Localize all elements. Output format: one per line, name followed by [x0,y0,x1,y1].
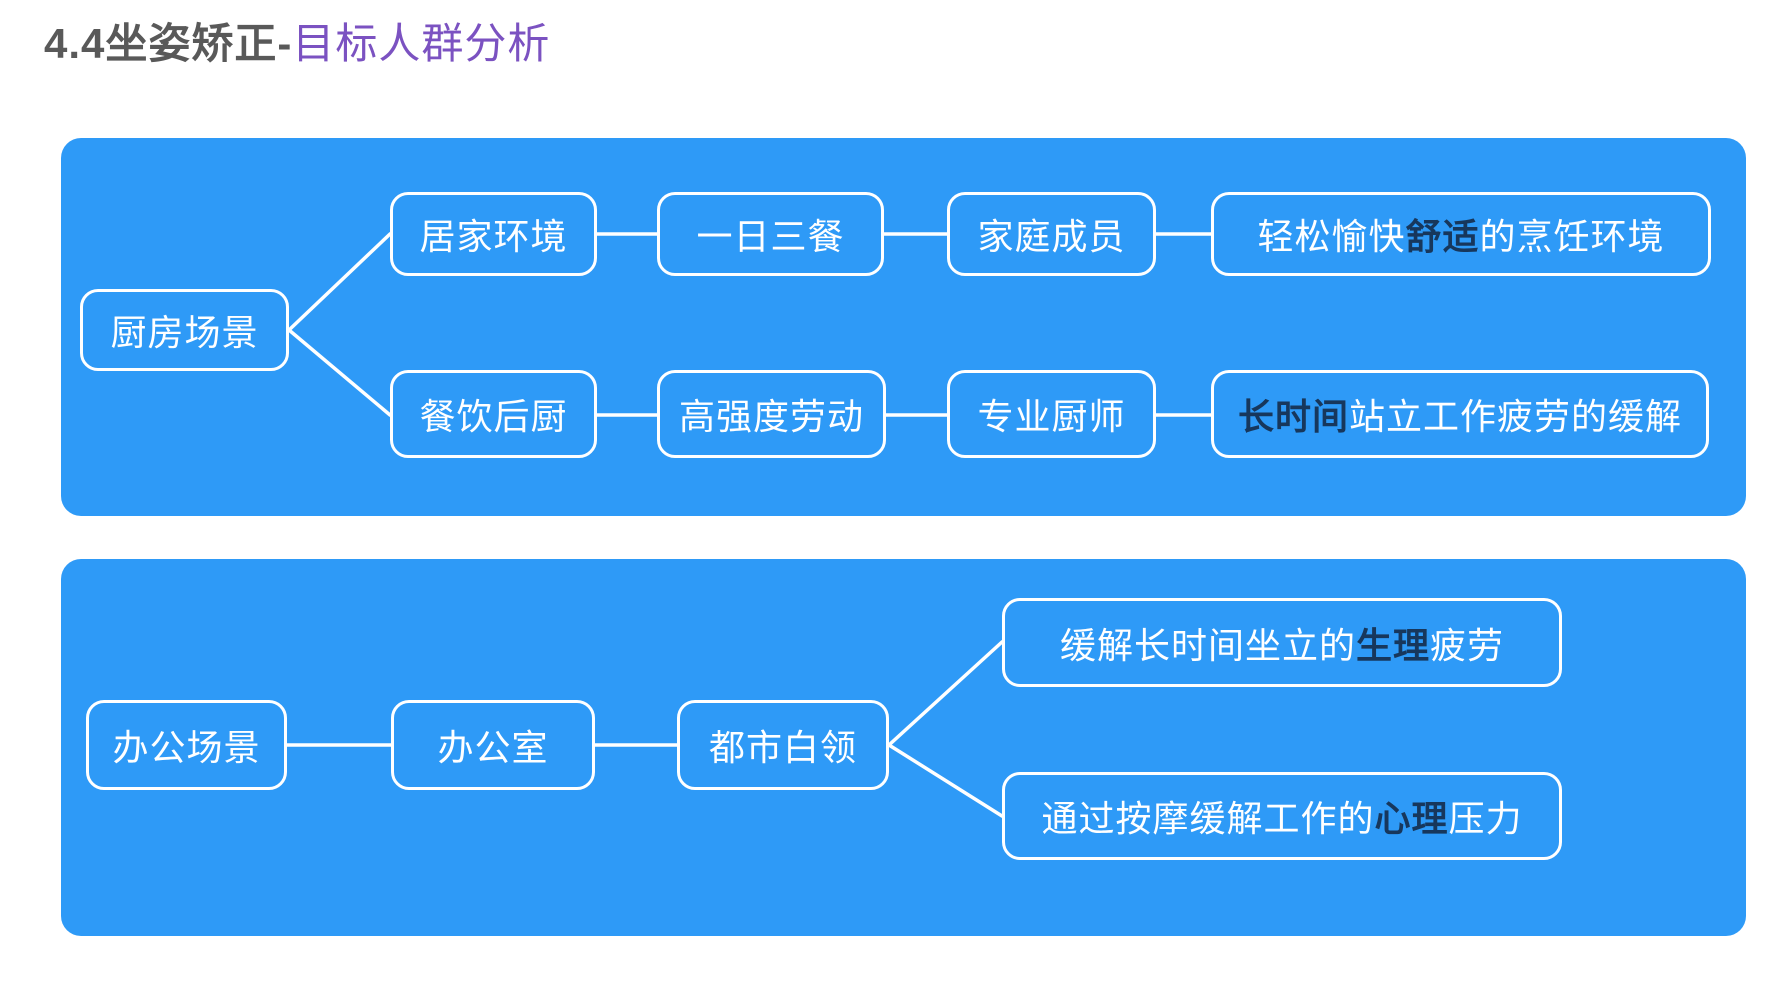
node-professional-chef: 专业厨师 [947,370,1156,458]
node-physical-fatigue-result: 缓解长时间坐立的生理疲劳 [1002,598,1562,687]
node-high-intensity-labor: 高强度劳动 [657,370,886,458]
node-office-scene-label: 办公场景 [112,727,261,768]
result-text-highlight: 生理 [1355,624,1430,666]
result-text-prefix: 缓解长时间坐立的 [1059,624,1356,666]
page-title-topic: 目标人群分析 [292,20,551,67]
node-three-meals: 一日三餐 [657,192,884,276]
kitchen-connector-lines [287,232,1213,417]
node-urban-white-collar: 都市白领 [677,700,889,790]
result-text-prefix: 通过按摩缓解工作的 [1041,798,1375,839]
node-kitchen-scene: 厨房场景 [80,289,289,371]
page-title: 4.4坐姿矫正-目标人群分析 [44,20,550,68]
result-text-suffix: 站立工作疲劳的缓解 [1349,396,1683,437]
node-three-meals-label: 一日三餐 [696,216,845,257]
page-title-section: 4.4坐姿矫正- [44,20,293,67]
node-urban-white-collar-label: 都市白领 [708,727,857,768]
node-high-intensity-labor-label: 高强度劳动 [678,396,864,437]
result-text-highlight: 心理 [1374,798,1449,839]
node-home-environment-label: 居家环境 [419,216,568,257]
node-family-members: 家庭成员 [947,192,1156,276]
node-mental-pressure-result: 通过按摩缓解工作的心理压力 [1002,772,1562,860]
node-standing-fatigue-result: 长时间站立工作疲劳的缓解 [1211,370,1709,458]
result-text-highlight: 长时间 [1237,396,1349,437]
result-text-suffix: 压力 [1448,798,1523,839]
node-kitchen-scene-label: 厨房场景 [110,312,259,353]
node-catering-kitchen: 餐饮后厨 [390,370,597,458]
node-office-scene: 办公场景 [86,700,287,790]
office-connector-lines [285,640,1004,818]
office-scene-panel: 办公场景 办公室 都市白领 缓解长时间坐立的生理疲劳 通过按摩缓解工作的心理压力 [61,559,1746,936]
node-office: 办公室 [391,700,595,790]
kitchen-scene-panel: 厨房场景 居家环境 一日三餐 家庭成员 轻松愉快舒适的烹饪环境 餐饮后厨 高强度… [61,138,1746,516]
result-text-highlight: 舒适 [1405,216,1480,257]
node-catering-kitchen-label: 餐饮后厨 [419,396,568,437]
node-professional-chef-label: 专业厨师 [977,396,1126,437]
node-office-label: 办公室 [437,727,549,768]
result-text-suffix: 疲劳 [1430,624,1505,666]
result-text-prefix: 轻松愉快 [1257,216,1406,257]
node-family-members-label: 家庭成员 [977,216,1126,257]
result-text-suffix: 的烹饪环境 [1479,216,1665,257]
node-cooking-environment-result: 轻松愉快舒适的烹饪环境 [1211,192,1711,276]
node-home-environment: 居家环境 [390,192,597,276]
